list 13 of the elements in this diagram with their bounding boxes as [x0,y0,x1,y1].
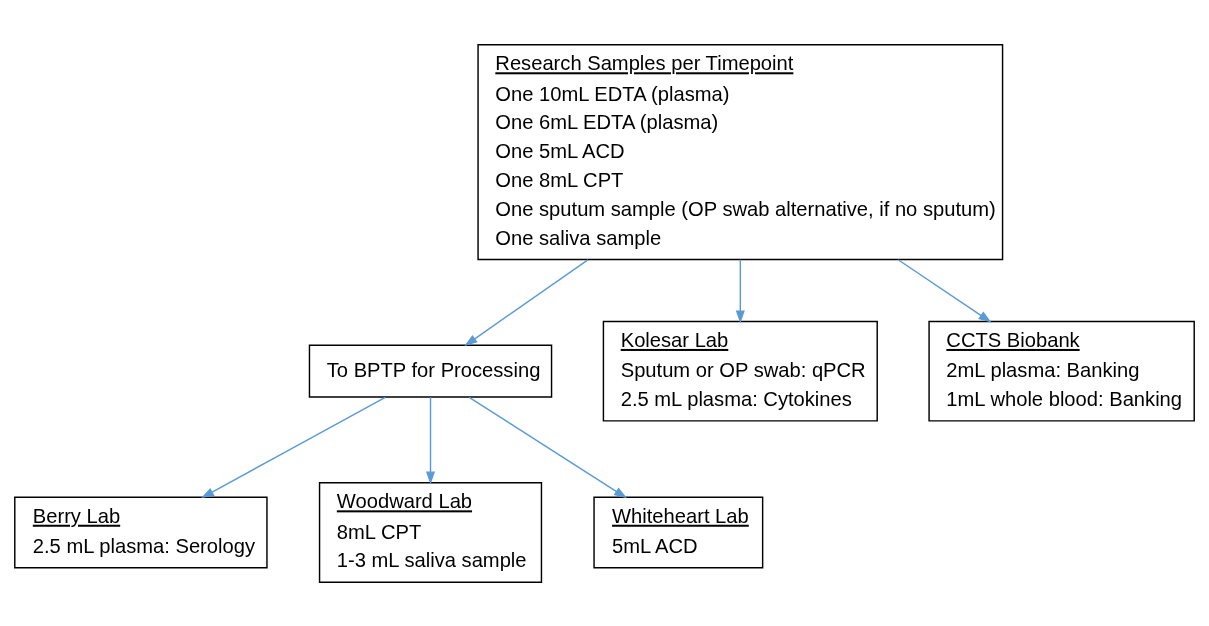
arrow [735,258,745,323]
node-box: Woodward Lab 8mL CPT 1-3 mL saliva sample [318,481,543,583]
node-box: Kolesar Lab Sputum or OP swab: qPCR 2.5 mL plasma: Cytokines [602,320,878,422]
arrow [464,258,589,346]
arrow [201,396,386,498]
arrow [425,396,436,484]
arrow [897,258,992,322]
node-box: Research Samples per Timepoint One 10mL EDTA (plasma) One 6mL EDTA (plasma) One 5mL ACD One 8mL CPT One sputum sample (OP swab alternative, if no sputum) One saliva sample [477,43,1004,260]
node-box: Whiteheart Lab 5mL ACD [593,496,764,569]
node-box: Berry Lab 2.5 mL plasma: Serology [14,496,268,569]
arrow [468,396,628,498]
node-box: To BPTP for Processing [308,343,553,398]
node-box: CCTS Biobank 2mL plasma: Banking 1mL whole blood: Banking [928,320,1195,422]
